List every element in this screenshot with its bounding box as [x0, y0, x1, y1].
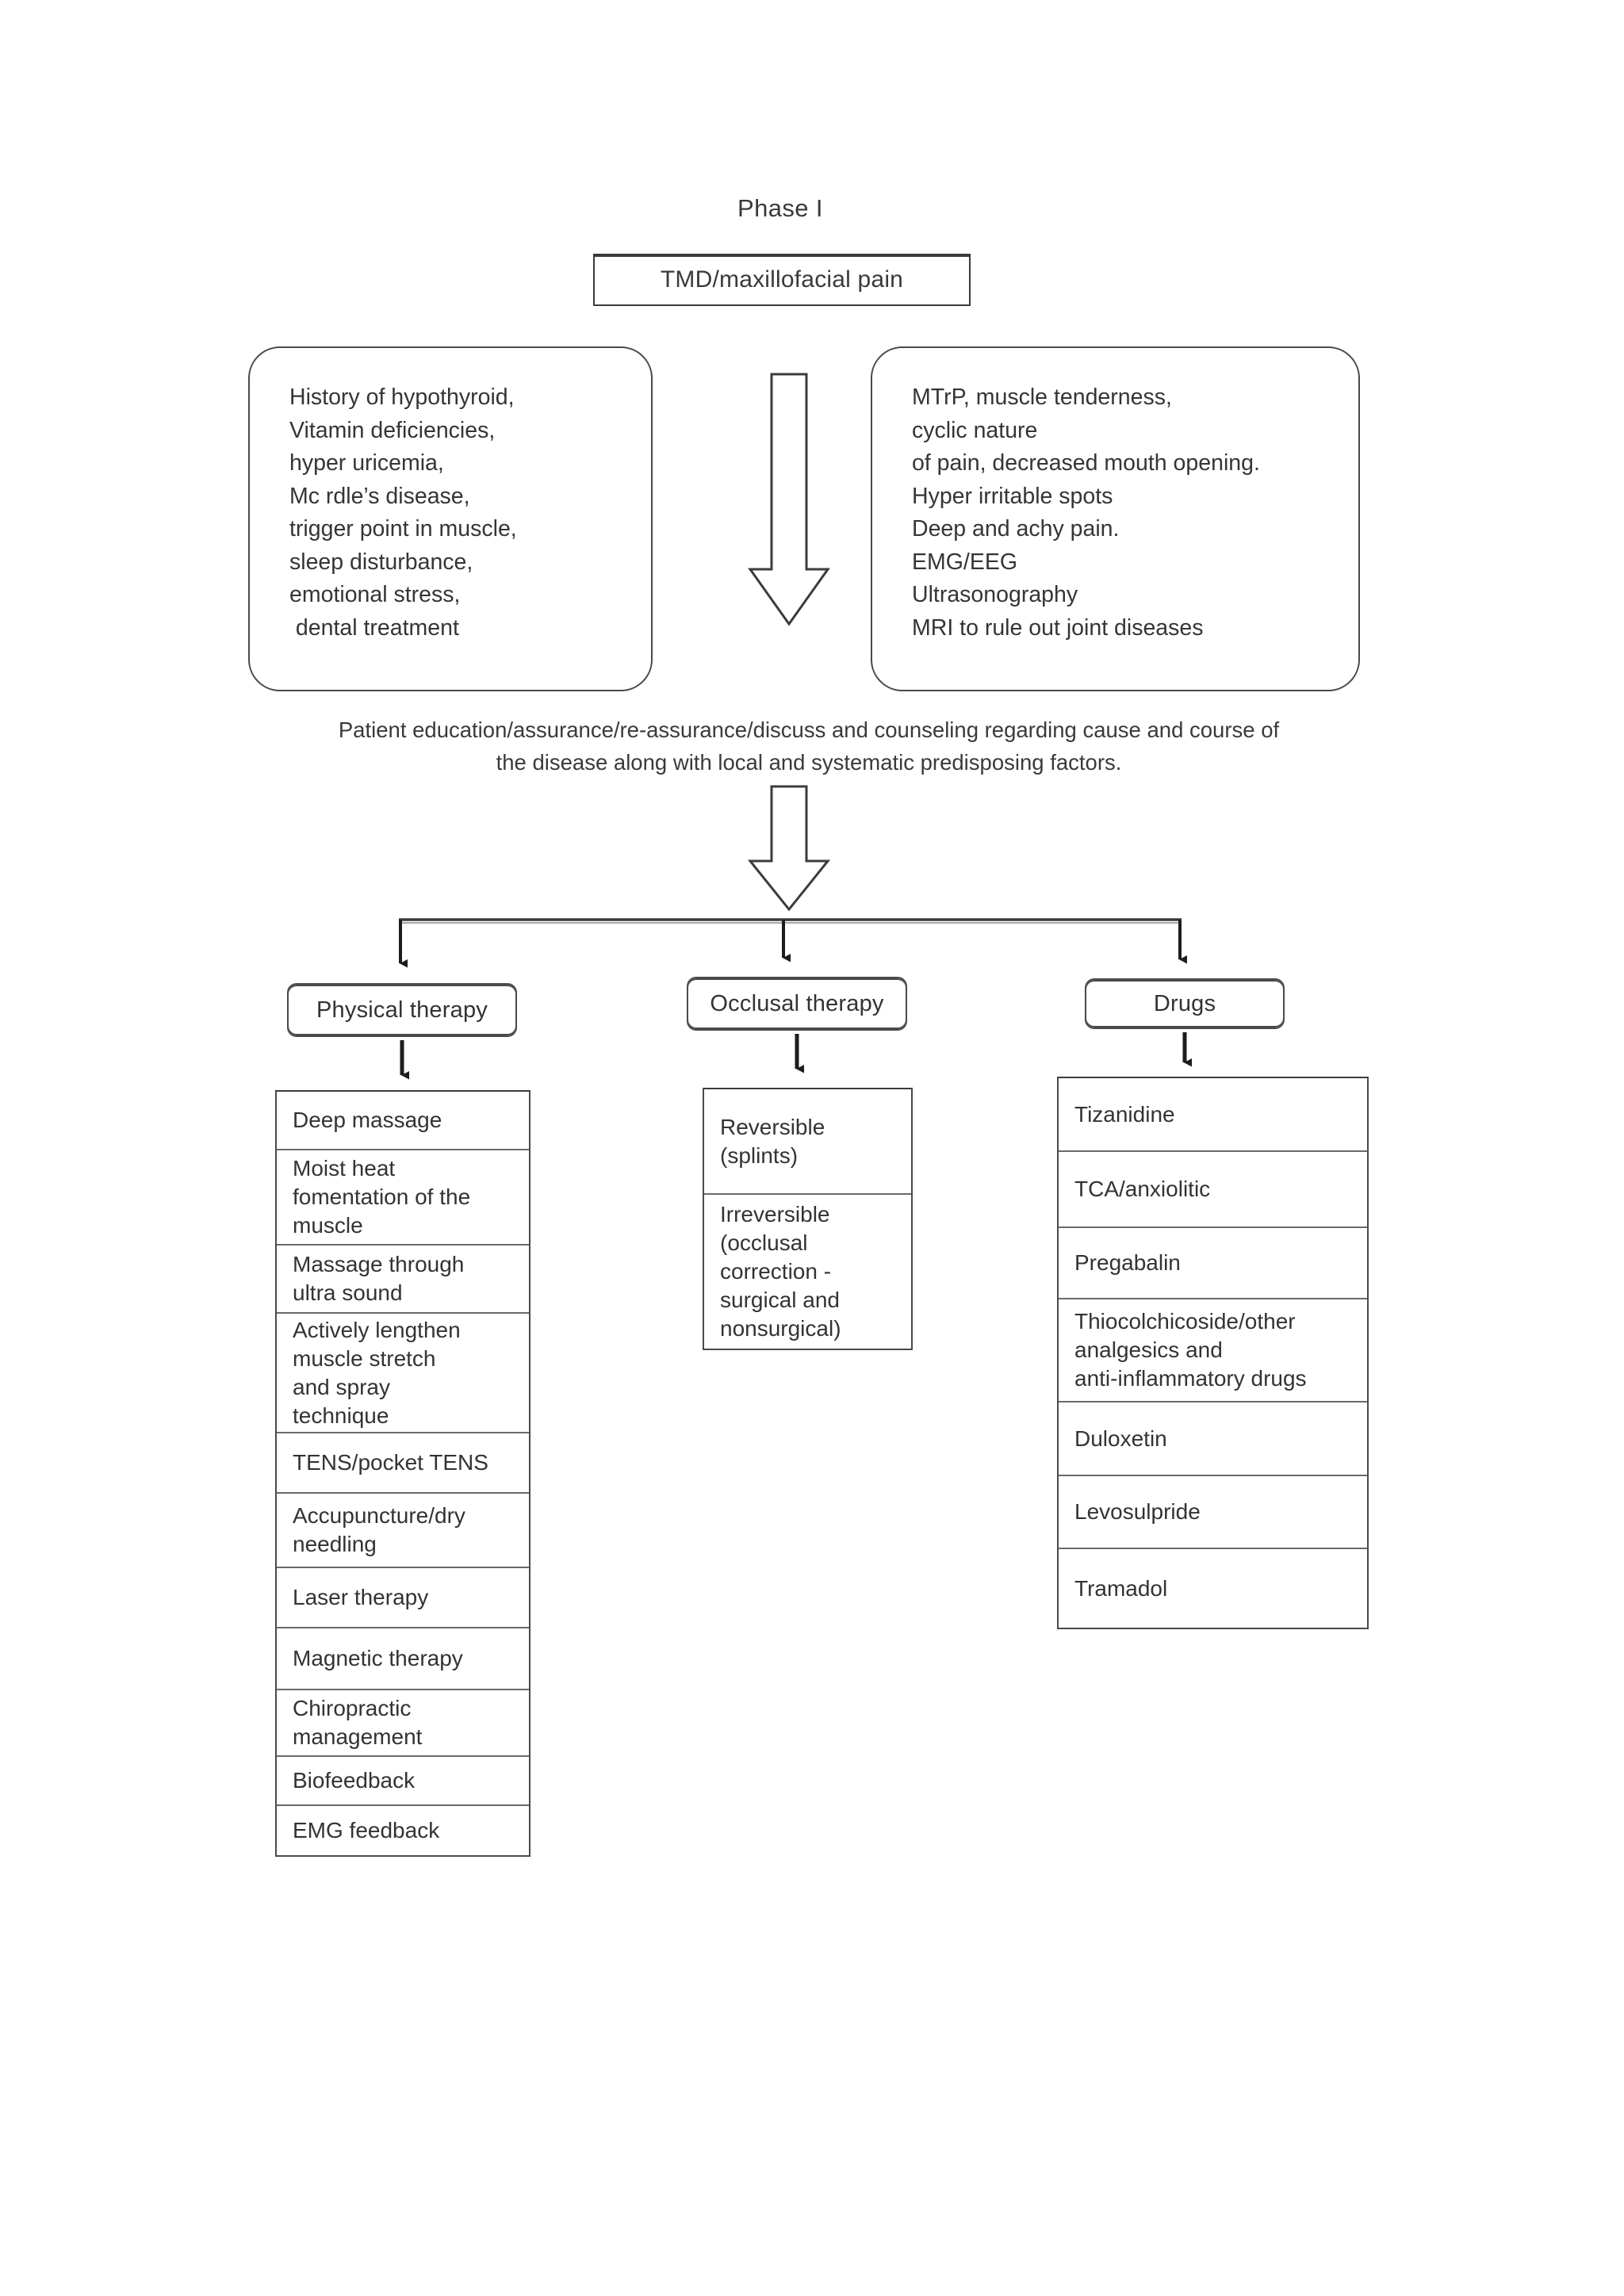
list-item[interactable]: Laser therapy [277, 1568, 529, 1628]
history-line: Vitamin deficiencies, [289, 417, 496, 443]
list-item[interactable]: Magnetic therapy [277, 1628, 529, 1690]
list-item[interactable]: Massage through ultra sound [277, 1246, 529, 1314]
history-line: Mc rdle’s disease, [289, 483, 470, 509]
clinical-line: MTrP, muscle tenderness, [912, 385, 1172, 410]
list-item[interactable]: Tramadol [1059, 1549, 1367, 1628]
root-node-tmd-pain: TMD/maxillofacial pain [593, 254, 971, 306]
root-node-label: TMD/maxillofacial pain [660, 266, 904, 293]
list-item[interactable]: TCA/anxiolitic [1059, 1152, 1367, 1228]
list-item[interactable]: EMG feedback [277, 1806, 529, 1855]
patient-education-caption: Patient education/assurance/re-assurance… [262, 714, 1356, 779]
branch-drugs-label: Drugs [1153, 990, 1216, 1016]
history-line: dental treatment [289, 614, 459, 641]
list-item[interactable]: Irreversible (occlusal correction - surg… [704, 1195, 911, 1349]
branch-physical-therapy[interactable]: Physical therapy [287, 983, 517, 1037]
list-item-label: Biofeedback [293, 1768, 416, 1793]
phase-label: Phase I [737, 194, 823, 222]
list-item[interactable]: TENS/pocket TENS [277, 1433, 529, 1494]
list-item[interactable]: Accupuncture/dry needling [277, 1494, 529, 1568]
list-item-label: Pregabalin [1074, 1250, 1181, 1275]
branch-occlusal-therapy-label: Occlusal therapy [710, 990, 884, 1016]
list-item[interactable]: Pregabalin [1059, 1228, 1367, 1299]
list-item-label: Moist heat fomentation of the muscle [293, 1156, 471, 1238]
list-item[interactable]: Biofeedback [277, 1757, 529, 1806]
list-item[interactable]: Tizanidine [1059, 1078, 1367, 1152]
list-item-label: Thiocolchicoside/other analgesics and an… [1074, 1309, 1307, 1391]
list-item-label: Levosulpride [1074, 1499, 1201, 1524]
branch-occlusal-therapy[interactable]: Occlusal therapy [687, 977, 907, 1031]
list-item[interactable]: Duloxetin [1059, 1402, 1367, 1476]
list-item-label: Deep massage [293, 1108, 442, 1132]
list-item-label: Duloxetin [1074, 1425, 1167, 1451]
history-line: hyper uricemia, [289, 450, 444, 476]
list-item[interactable]: Thiocolchicoside/other analgesics and an… [1059, 1299, 1367, 1402]
patient-education-line: Patient education/assurance/re-assurance… [338, 718, 1280, 742]
list-item-label: Accupuncture/dry needling [293, 1503, 465, 1556]
branch-drugs[interactable]: Drugs [1085, 978, 1285, 1029]
history-line: History of hypothyroid, [289, 385, 515, 410]
list-item-label: Massage through ultra sound [293, 1252, 465, 1305]
clinical-line: Deep and achy pain. [912, 516, 1120, 541]
clinical-line: of pain, decreased mouth opening. [912, 450, 1260, 476]
list-item-label: TENS/pocket TENS [293, 1450, 488, 1475]
list-item-label: Tramadol [1074, 1575, 1168, 1601]
branch-physical-therapy-label: Physical therapy [316, 997, 488, 1023]
list-item-label: Laser therapy [293, 1585, 429, 1609]
history-line: sleep disturbance, [289, 549, 473, 575]
history-panel: History of hypothyroid, Vitamin deficien… [248, 346, 653, 691]
clinical-line: MRI to rule out joint diseases [912, 614, 1204, 641]
list-item[interactable]: Deep massage [277, 1092, 529, 1150]
list-item[interactable]: Moist heat fomentation of the muscle [277, 1150, 529, 1246]
list-item-label: Actively lengthen muscle stretch and spr… [293, 1317, 461, 1428]
list-item-label: Tizanidine [1074, 1101, 1175, 1127]
list-item-label: TCA/anxiolitic [1074, 1177, 1211, 1201]
clinical-line: Ultrasonography [912, 582, 1078, 607]
list-item-label: Chiropractic management [293, 1696, 423, 1749]
hollow-arrow-down-secondary [745, 785, 833, 912]
list-item-label: Magnetic therapy [293, 1646, 463, 1670]
history-line: trigger point in muscle, [289, 516, 517, 541]
occlusal-therapy-list: Reversible (splints) Irreversible (occlus… [703, 1088, 913, 1350]
list-item-label: EMG feedback [293, 1818, 440, 1843]
list-item-label: Irreversible (occlusal correction - surg… [720, 1202, 841, 1341]
history-panel-body: History of hypothyroid, Vitamin deficien… [250, 348, 651, 645]
list-item[interactable]: Reversible (splints) [704, 1089, 911, 1195]
clinical-line: Hyper irritable spots [912, 483, 1113, 509]
hollow-arrow-down-primary [745, 373, 833, 626]
clinical-findings-panel: MTrP, muscle tenderness, cyclic nature o… [871, 346, 1360, 691]
clinical-line: cyclic nature [912, 417, 1038, 443]
list-item-label: Reversible (splints) [720, 1114, 825, 1168]
list-item[interactable]: Chiropractic management [277, 1690, 529, 1757]
clinical-line: EMG/EEG [912, 549, 1018, 575]
history-line: emotional stress, [289, 582, 461, 607]
list-item[interactable]: Levosulpride [1059, 1476, 1367, 1549]
patient-education-line: the disease along with local and systema… [496, 750, 1122, 775]
list-item[interactable]: Actively lengthen muscle stretch and spr… [277, 1314, 529, 1433]
clinical-findings-panel-body: MTrP, muscle tenderness, cyclic nature o… [872, 348, 1358, 645]
